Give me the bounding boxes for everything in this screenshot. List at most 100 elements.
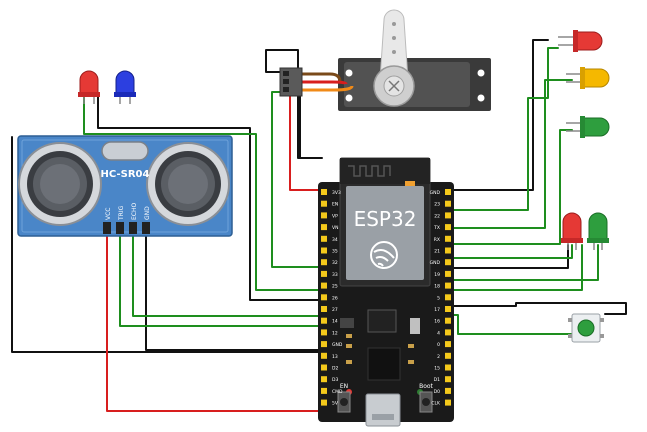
left-pin[interactable] (321, 247, 327, 254)
left-pin[interactable] (321, 329, 327, 336)
wire-led-yellow (451, 79, 573, 229)
left-pin[interactable] (321, 212, 327, 219)
left-pin-label: 25 (332, 284, 338, 290)
left-pin[interactable] (321, 224, 327, 231)
right-pin[interactable] (445, 212, 451, 219)
right-pin-label: 21 (434, 249, 440, 255)
right-pin-label: 16 (434, 319, 440, 325)
left-pin[interactable] (321, 282, 327, 289)
boot-button[interactable]: Boot (419, 383, 434, 413)
left-pin[interactable] (321, 387, 327, 394)
right-pin[interactable] (445, 282, 451, 289)
right-pin-label: TX (433, 225, 440, 231)
wire-servo-top (265, 49, 323, 159)
right-pin[interactable] (445, 387, 451, 394)
crystal-oscillator (101, 141, 149, 161)
left-pin[interactable] (321, 189, 327, 195)
right-pin[interactable] (445, 235, 451, 242)
sensor-label: HC-SR04 (101, 169, 150, 180)
wire-led-pair-gnd (451, 244, 569, 269)
left-pin-label: 5V (332, 401, 339, 407)
right-pin[interactable] (445, 306, 451, 312)
left-pin[interactable] (321, 399, 327, 406)
left-pin-label: VP (332, 213, 338, 219)
right-pin-label: 22 (434, 213, 440, 219)
board-title: ESP32 (354, 207, 417, 231)
right-pin-label: 2 (437, 354, 440, 360)
right-pin[interactable] (445, 189, 451, 195)
sensor-pin-vcc: VCC (105, 208, 112, 220)
right-pin-label: 19 (434, 272, 440, 278)
right-pin-label: 18 (434, 284, 440, 290)
left-pin[interactable] (321, 294, 327, 301)
en-button[interactable]: EN (337, 383, 351, 413)
right-pin[interactable] (445, 329, 451, 336)
led-yellow-right[interactable] (566, 67, 610, 89)
wires (11, 39, 627, 412)
right-pin[interactable] (445, 224, 451, 231)
right-pin[interactable] (445, 364, 451, 371)
wire-button-signal (451, 314, 576, 335)
usb-port[interactable] (365, 393, 401, 427)
right-pin[interactable] (445, 294, 451, 301)
left-pin-label: 35 (332, 249, 338, 255)
led-blue-left[interactable] (114, 70, 136, 104)
sensor-pin-trig: TRIG (118, 205, 125, 221)
sensor-pin-echo: ECHO (131, 203, 138, 220)
left-pin[interactable] (321, 317, 327, 324)
led-green-right[interactable] (566, 116, 610, 138)
right-pin[interactable] (445, 352, 451, 359)
wire-button-gnd (449, 302, 627, 315)
left-pin-label: 27 (332, 307, 338, 313)
wire-sensor-trig (119, 231, 323, 327)
sensor-header (103, 222, 150, 234)
left-pin-label: 3V3 (332, 190, 341, 196)
right-pin[interactable] (445, 376, 451, 383)
right-pin-label: 15 (434, 366, 440, 372)
left-pin[interactable] (321, 200, 327, 207)
left-pin-label: 32 (332, 260, 338, 266)
wire-led-blue-gnd (97, 94, 323, 301)
left-pin[interactable] (321, 341, 327, 348)
left-pin-label: 34 (332, 237, 338, 243)
left-pin[interactable] (321, 376, 327, 383)
left-pin[interactable] (321, 235, 327, 242)
left-pin-label: GND (332, 342, 343, 348)
left-pin-label: 13 (332, 354, 338, 360)
left-pin[interactable] (321, 364, 327, 371)
wire-led-pair-green (451, 244, 599, 281)
wire-led-pair-red (451, 244, 573, 259)
left-pin-label: 14 (332, 319, 338, 325)
left-pin[interactable] (321, 352, 327, 359)
servo-motor[interactable] (279, 9, 491, 111)
right-pin[interactable] (445, 200, 451, 207)
wire-sensor-echo (132, 231, 323, 317)
led-red-pair[interactable] (561, 212, 583, 250)
led-red-top-right[interactable] (558, 30, 603, 52)
wire-left-gnd (11, 136, 323, 353)
right-pin-label: 17 (434, 307, 440, 313)
left-pin[interactable] (321, 259, 327, 266)
wire-servo-signal (271, 91, 323, 268)
servo-horn (379, 9, 409, 81)
right-pin[interactable] (445, 259, 451, 266)
right-pin[interactable] (445, 399, 451, 406)
push-button[interactable] (568, 313, 604, 343)
left-pin-header: 3V3ENVPVN343532332526271412GND13D2D3CMD5… (321, 189, 343, 407)
ultrasonic-sensor: HC-SR04 VCC TRIG ECHO GND (17, 135, 233, 237)
led-green-pair[interactable] (587, 212, 609, 250)
right-pin-label: 23 (434, 202, 440, 208)
left-pin-label: 12 (332, 330, 338, 336)
right-pin[interactable] (445, 317, 451, 324)
left-pin[interactable] (321, 306, 327, 312)
wire-led-right-gnd (451, 39, 549, 191)
left-pin[interactable] (321, 270, 327, 277)
right-pin-label: 0 (437, 342, 440, 348)
wire-led-top-red (451, 47, 559, 211)
right-pin[interactable] (445, 341, 451, 348)
right-pin[interactable] (445, 247, 451, 254)
led-red-left[interactable] (78, 70, 100, 104)
right-pin[interactable] (445, 270, 451, 277)
